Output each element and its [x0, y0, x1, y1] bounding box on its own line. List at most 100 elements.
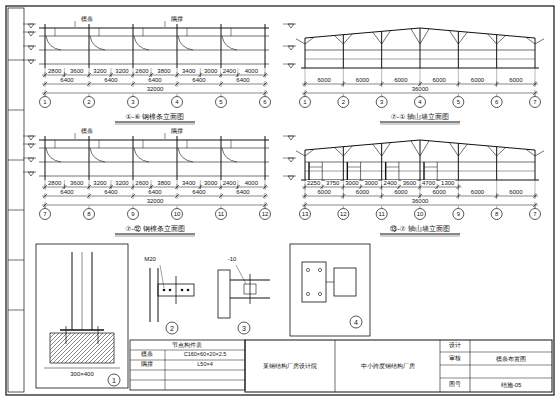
dimension-tick	[496, 81, 497, 87]
dimension-text: 3600	[69, 68, 84, 74]
sheet-border	[6, 6, 554, 395]
dimension-text: 32000	[146, 86, 165, 92]
dimension-tick	[87, 194, 91, 198]
leader-line	[236, 265, 246, 284]
purlin-support	[143, 140, 144, 148]
dimension-text: 6000	[470, 189, 485, 195]
elevation-mark	[28, 144, 34, 148]
brace	[296, 39, 305, 44]
window-post	[322, 162, 323, 180]
size-note: 300×400	[69, 371, 95, 377]
dimension-tick	[221, 81, 222, 87]
column	[381, 31, 382, 68]
dimension-tick	[45, 184, 46, 190]
company-name: 某钢结构厂房设计院	[262, 363, 318, 369]
column	[89, 136, 90, 180]
dimension-text: 3400	[181, 180, 196, 186]
bolt	[169, 289, 172, 292]
axis-number: 5	[456, 99, 461, 105]
caption-underline	[115, 234, 195, 235]
brace	[305, 37, 314, 44]
dimension-text: 3000	[344, 180, 359, 186]
detail-frame	[36, 244, 128, 388]
dimension-text: 1300	[440, 180, 455, 186]
purlin-support	[99, 28, 100, 36]
bolt	[181, 289, 184, 292]
elevation-mark	[288, 64, 294, 68]
dimension-text: 6400	[235, 189, 250, 195]
axis-bubble	[128, 209, 139, 220]
axis-line	[133, 94, 134, 97]
column	[177, 24, 178, 68]
dimension-text: 6000	[431, 77, 446, 83]
column	[305, 150, 306, 180]
dimension-tick	[341, 82, 345, 86]
title-rule	[440, 365, 552, 366]
brace	[382, 143, 391, 156]
window-sill	[424, 167, 437, 168]
brace	[488, 146, 497, 156]
brace	[449, 31, 458, 44]
column	[305, 38, 306, 68]
dimension-tick	[305, 81, 306, 87]
dimension-line	[42, 187, 268, 188]
dimension-tick	[458, 193, 459, 199]
elevation-mark	[28, 136, 34, 140]
caption-underline	[380, 122, 460, 123]
door-post	[423, 162, 424, 180]
elevation-line	[23, 158, 36, 159]
dimension-text: 2800	[47, 68, 62, 74]
detail-callout	[238, 322, 250, 334]
axis-bubble	[172, 209, 183, 220]
dimension-tick	[89, 81, 90, 87]
dimension-tick	[305, 202, 306, 208]
dimension-text: 36000	[411, 86, 430, 92]
bolt	[187, 289, 190, 292]
elevation-line	[23, 46, 36, 47]
brace	[382, 31, 391, 44]
caption-underline	[380, 236, 460, 237]
dimension-text: 6400	[103, 189, 118, 195]
dimension-tick	[219, 82, 223, 86]
dimension-text: 4000	[244, 180, 259, 186]
axis-number: 4	[174, 99, 179, 105]
axis-line	[221, 206, 222, 209]
axis-number: 11	[378, 211, 386, 217]
elevation-mark	[28, 60, 34, 64]
view-caption: ①-⑥ 钢檩条立面图	[125, 113, 186, 120]
column	[535, 38, 536, 68]
dimension-tick	[303, 82, 307, 86]
elevation-line	[283, 24, 296, 25]
window-sill	[386, 167, 399, 168]
brace	[420, 29, 429, 44]
column	[420, 140, 421, 180]
axis-line	[496, 206, 497, 209]
dimension-tick	[303, 194, 307, 198]
drawing-title: 檩条布置图	[495, 356, 527, 362]
title-field: 审核	[448, 356, 462, 362]
dimension-tick	[380, 194, 384, 198]
dimension-tick	[219, 194, 223, 198]
detail-number: 2	[169, 325, 175, 332]
margin-cell	[8, 260, 24, 261]
dimension-tick	[89, 72, 90, 78]
brace	[497, 35, 506, 44]
elevation-mark	[288, 24, 294, 28]
dimension-text: 6000	[393, 77, 408, 83]
dimension-text: 6400	[59, 189, 74, 195]
dimension-tick	[535, 193, 536, 199]
dimension-text: 3200	[92, 68, 107, 74]
dimension-line	[302, 205, 538, 206]
dimension-tick	[263, 82, 267, 86]
axis-number: 2	[86, 99, 91, 105]
dimension-tick	[87, 73, 91, 77]
dimension-tick	[133, 193, 134, 199]
brace	[535, 151, 544, 156]
dimension-tick	[458, 81, 459, 87]
dimension-text: 6000	[470, 77, 485, 83]
dimension-tick	[456, 194, 460, 198]
dimension-text: 3200	[114, 180, 129, 186]
bolt	[163, 289, 166, 292]
axis-line	[177, 206, 178, 209]
